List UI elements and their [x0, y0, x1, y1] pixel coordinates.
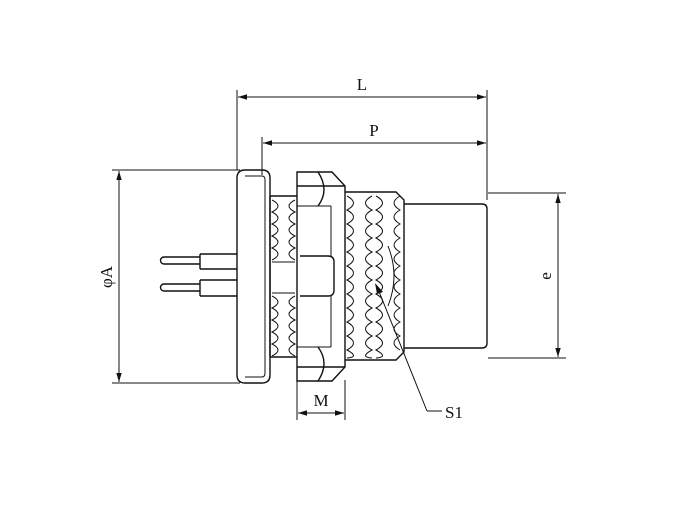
label-s1: S1	[445, 403, 463, 422]
front-body	[404, 203, 488, 349]
dimension-phi-a: φA	[97, 169, 240, 384]
flange	[236, 169, 271, 384]
label-m: M	[313, 391, 328, 410]
dimension-l: L	[236, 75, 488, 200]
label-p: P	[369, 121, 378, 140]
leader-s1: S1	[375, 283, 463, 422]
label-l: L	[357, 75, 367, 94]
rear-thread	[269, 195, 297, 358]
front-thread	[345, 191, 405, 361]
dimension-e: e	[488, 192, 566, 359]
hex-nut	[296, 171, 346, 382]
dimension-m: M	[296, 380, 346, 420]
dimension-p: P	[261, 121, 486, 175]
label-phi-a: φA	[97, 265, 116, 288]
label-e: e	[536, 272, 555, 280]
contact-pins	[159, 253, 237, 297]
